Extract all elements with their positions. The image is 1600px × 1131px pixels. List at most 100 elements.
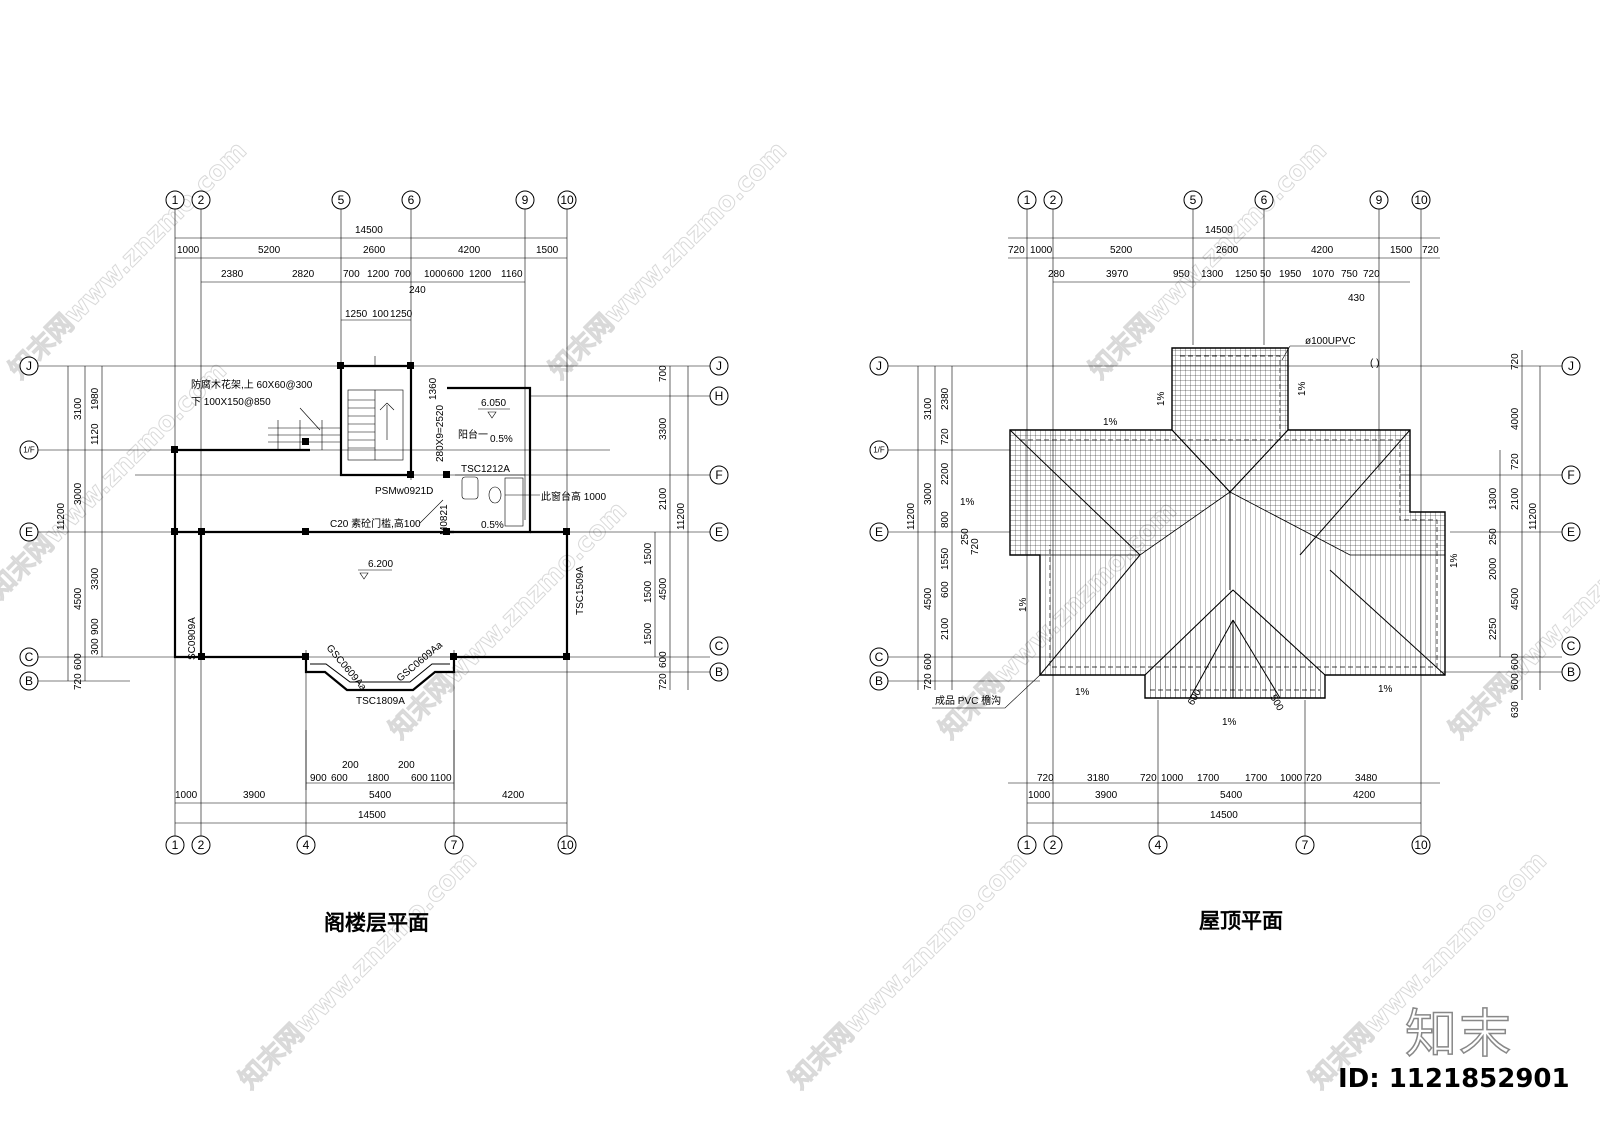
drawing-label: 5: [1190, 193, 1197, 207]
drawing-label: 3100: [73, 397, 84, 420]
drawing-label: 2: [198, 838, 205, 852]
drawing-label: TSC1509A: [575, 566, 586, 615]
drawing-label: 4500: [1510, 587, 1521, 610]
drawing-label: 1550: [940, 547, 951, 570]
right-right-axes: J F E C B: [1561, 356, 1581, 682]
right-plan: 1 2 5 6 9 10 1 2 4 7 10 J 1/F E C B J F …: [869, 190, 1581, 855]
drawing-label: 0.5%: [481, 520, 504, 531]
drawing-label: 10: [560, 838, 574, 852]
drawing-label: E: [715, 525, 723, 539]
drawing-label: 1200: [367, 269, 390, 280]
drawing-label: 5400: [1220, 790, 1243, 801]
drawing-label: 5200: [1110, 245, 1133, 256]
drawing-label: 1%: [1075, 687, 1090, 698]
drawing-label: 1/F: [873, 446, 885, 455]
drawing-label: B: [875, 674, 883, 688]
drawing-label: 2100: [1510, 487, 1521, 510]
right-top-axes: 1 2 5 6 9 10: [1017, 190, 1431, 210]
drawing-label: 240: [409, 285, 426, 296]
drawing-label: B: [25, 674, 33, 688]
drawing-label: 1%: [1156, 391, 1167, 406]
drawing-label: 750: [1341, 269, 1358, 280]
drawing-label: J: [1568, 359, 1574, 373]
drawing-label: H: [715, 389, 724, 403]
drawing-label: 1500: [536, 245, 559, 256]
drawing-label: 1250: [345, 309, 368, 320]
drawing-label: 600: [73, 653, 84, 670]
drawing-label: 1500: [643, 580, 654, 603]
bay-window: [310, 663, 450, 683]
drawing-label: 2600: [1216, 245, 1239, 256]
watermark-text: 知末网www.znzmo.com: [0, 356, 233, 605]
right-left-axes: J 1/F E C B: [869, 356, 889, 691]
drawing-label: 1%: [1103, 417, 1118, 428]
drawing-label: 720: [1422, 245, 1439, 256]
drawing-label: F: [1567, 468, 1574, 482]
watermark-text: 知末网www.znzmo.com: [4, 136, 253, 385]
drawing-label: 2380: [221, 269, 244, 280]
drawing-label: E: [25, 525, 33, 539]
drawing-label: 720: [1510, 353, 1521, 370]
right-dimensions: [917, 237, 1541, 824]
drawing-label: 1700: [1245, 773, 1268, 784]
watermark-text: 知末网www.znzmo.com: [384, 496, 633, 745]
drawing-label: 1200: [469, 269, 492, 280]
drawing-label: 1070: [1312, 269, 1335, 280]
drawing-label: 100: [372, 309, 389, 320]
axis-bubble: [1561, 636, 1581, 656]
drawing-label: GSC0609Aa: [324, 643, 369, 693]
brand-logo: 知末: [1404, 1004, 1514, 1066]
drawing-label: M0821: [439, 504, 450, 535]
drawing-label: 3000: [923, 482, 934, 505]
drawing-label: 50: [1260, 269, 1272, 280]
drawing-label: 1%: [1378, 684, 1393, 695]
drawing-label: 6.050: [481, 398, 506, 409]
watermark-text: 知末网www.znzmo.com: [234, 846, 483, 1095]
drawing-label: C: [1567, 639, 1576, 653]
roof-east-slope: [1229, 429, 1446, 556]
drawing-label: 下 100X150@850: [191, 397, 271, 408]
drawing-label: 4000: [1510, 407, 1521, 430]
pergola: [268, 420, 340, 450]
drawing-label: 700: [658, 365, 669, 382]
drawing-label: 600: [1510, 653, 1521, 670]
drawing-label: 1100: [430, 773, 452, 784]
drawing-label: J: [876, 359, 882, 373]
drawing-label: 2250: [1488, 617, 1499, 640]
drawing-label: 11200: [56, 502, 67, 530]
drawing-label: C: [25, 650, 34, 664]
drawing-label: 2600: [363, 245, 386, 256]
drawing-label: 1300: [1201, 269, 1224, 280]
drawing-label: 1%: [1449, 553, 1460, 568]
left-top-dimensions: [175, 237, 567, 321]
drawing-label: 7: [1302, 838, 1309, 852]
left-top-axes: 1 2 5 6 9 10: [165, 190, 577, 210]
left-side-dimensions: [67, 366, 103, 681]
drawing-label: 720: [923, 673, 934, 690]
left-bottom-axes: 1 2 4 7 10: [165, 835, 577, 855]
drawing-label: 430: [1348, 293, 1365, 304]
drawing-label: 9: [1376, 193, 1383, 207]
drawing-label: 1%: [1297, 381, 1308, 396]
drawing-label: 此窗台高 1000: [541, 490, 606, 503]
drawing-label: 250: [960, 528, 971, 545]
drawing-label: 2820: [292, 269, 315, 280]
drawing-label: 4500: [73, 587, 84, 610]
drawing-label: TSC1809A: [356, 696, 405, 707]
drawing-label: 2: [1050, 838, 1057, 852]
drawing-label: 2380: [940, 387, 951, 410]
drawing-label: 2100: [940, 617, 951, 640]
drawing-label: 720: [1008, 245, 1025, 256]
drawing-label: 2200: [940, 462, 951, 485]
drawing-label: 11200: [1528, 502, 1539, 530]
drawing-label: 4200: [1311, 245, 1334, 256]
drawing-label: 3480: [1355, 773, 1378, 784]
drawing-label: 1500: [1390, 245, 1413, 256]
drawing-label: F: [715, 468, 722, 482]
drawing-label: 6: [408, 193, 415, 207]
drawing-label: 630: [1510, 701, 1521, 718]
roof-gutters: [1020, 355, 1438, 691]
drawing-label: 1000: [175, 790, 198, 801]
drawing-label: 720: [658, 673, 669, 690]
